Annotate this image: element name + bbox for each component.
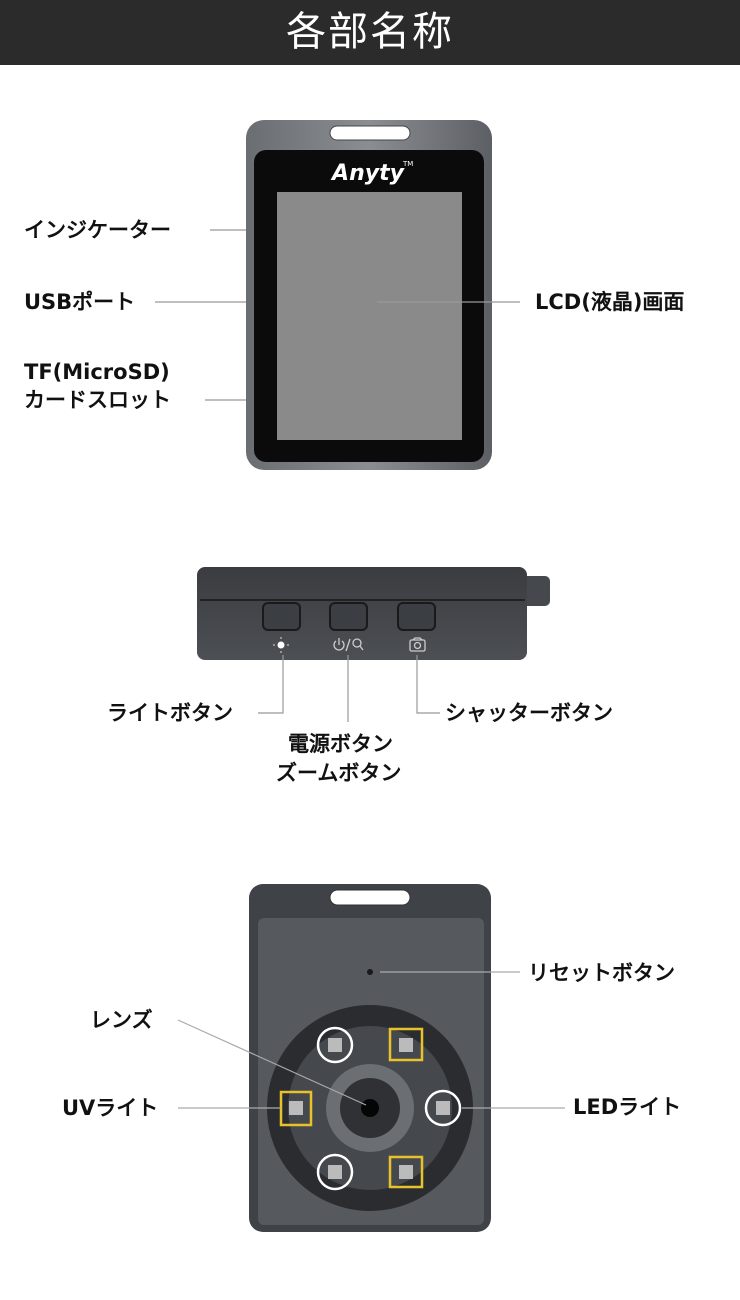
device-side [197, 567, 550, 722]
lcd-screen [277, 192, 462, 440]
label-lcd: LCD(液晶)画面 [535, 290, 685, 314]
label-power-button: 電源ボタン [288, 732, 393, 756]
label-zoom-button: ズームボタン [276, 761, 402, 785]
uv-light-markers [279, 1027, 424, 1189]
brand-logo: Anyty [330, 161, 406, 186]
magnifier-icon [352, 638, 364, 651]
power-icon [333, 638, 345, 651]
led-light-markers [316, 1026, 462, 1191]
label-reset-button: リセットボタン [528, 961, 675, 985]
label-uv-light: UVライト [62, 1096, 159, 1120]
label-light-button: ライトボタン [107, 701, 233, 725]
shutter-button [397, 602, 436, 631]
label-tf-slot-1: TF(MicroSD) [24, 360, 170, 384]
device-front: Anyty TM [155, 120, 520, 470]
label-tf-slot-2: カードスロット [24, 388, 171, 412]
light-button [262, 602, 301, 631]
label-shutter-button: シャッターボタン [445, 701, 613, 725]
svg-text:TM: TM [402, 160, 413, 168]
camera-icon [409, 637, 426, 652]
power-zoom-button [329, 602, 368, 631]
label-lens: レンズ [90, 1008, 153, 1032]
label-usb-port: USBポート [24, 290, 136, 314]
device-back [177, 884, 565, 1232]
label-led-light: LEDライト [573, 1095, 682, 1119]
label-indicator: インジケーター [24, 218, 171, 242]
reset-hole [367, 969, 373, 975]
page-title: 各部名称 [0, 0, 740, 65]
sun-icon [273, 637, 289, 653]
